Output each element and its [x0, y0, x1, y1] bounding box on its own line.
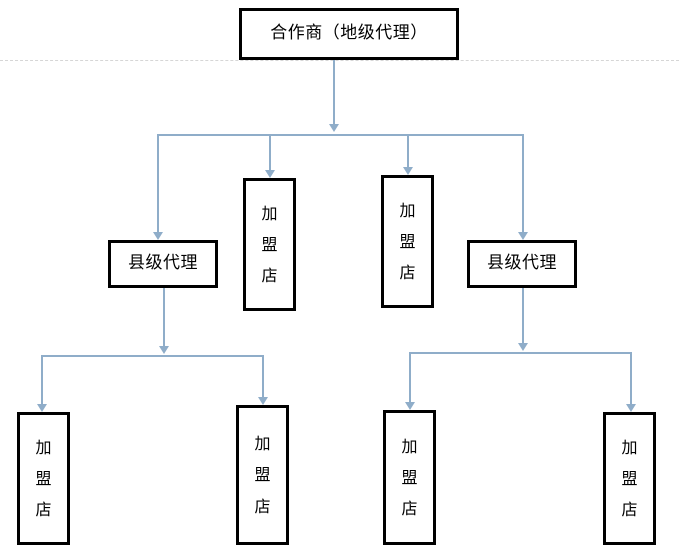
- connector-county-right-to-store-b3: [409, 352, 411, 405]
- arrowhead-county-right-to-store-b3: [405, 402, 415, 410]
- arrowhead-bus-to-county-right: [518, 232, 528, 240]
- arrowhead-bus-to-county-left: [153, 232, 163, 240]
- node-franchise-store-mid-left[interactable]: 加盟店: [243, 178, 296, 311]
- node-label-partner-root: 合作商（地级代理）: [270, 23, 428, 44]
- node-label-franchise-store-bottom-2: 加盟店: [254, 434, 272, 516]
- connector-root-to-bus: [333, 60, 335, 125]
- connector-county-right-to-store-b4: [630, 352, 632, 407]
- node-county-agent-left[interactable]: 县级代理: [108, 240, 218, 288]
- node-franchise-store-bottom-4[interactable]: 加盟店: [603, 412, 656, 545]
- connector-county-left-to-store-b1: [41, 355, 43, 407]
- node-partner-root[interactable]: 合作商（地级代理）: [239, 8, 459, 60]
- node-franchise-store-bottom-1[interactable]: 加盟店: [17, 412, 70, 545]
- arrowhead-county-right-stem: [518, 343, 528, 351]
- node-label-franchise-store-bottom-4: 加盟店: [621, 437, 639, 520]
- node-label-franchise-store-mid-left: 加盟店: [261, 203, 279, 286]
- connector-county-left-stem: [163, 288, 165, 348]
- connector-bus-to-store-mid-right: [407, 134, 409, 170]
- arrowhead-bus-to-store-mid-left: [265, 170, 275, 178]
- connector-bus-to-store-mid-left: [269, 134, 271, 173]
- node-label-franchise-store-bottom-3: 加盟店: [401, 436, 419, 519]
- connector-bus-to-county-right: [522, 134, 524, 235]
- node-label-county-agent-right: 县级代理: [487, 253, 557, 274]
- arrowhead-county-right-to-store-b4: [626, 404, 636, 412]
- node-franchise-store-bottom-3[interactable]: 加盟店: [383, 410, 436, 545]
- connector-bus-top: [157, 134, 524, 136]
- arrowhead-bus-to-store-mid-right: [403, 167, 413, 175]
- node-county-agent-right[interactable]: 县级代理: [467, 240, 577, 288]
- connector-county-left-bus: [41, 355, 262, 357]
- arrowhead-county-left-to-store-b2: [258, 397, 268, 405]
- node-label-franchise-store-mid-right: 加盟店: [399, 200, 417, 283]
- arrowhead-root-to-bus: [329, 124, 339, 132]
- connector-bus-to-county-left: [157, 134, 159, 235]
- connector-county-left-to-store-b2: [262, 355, 264, 400]
- node-franchise-store-bottom-2[interactable]: 加盟店: [236, 405, 289, 545]
- node-label-county-agent-left: 县级代理: [128, 253, 198, 274]
- node-franchise-store-mid-right[interactable]: 加盟店: [381, 175, 434, 308]
- connector-county-right-stem: [522, 288, 524, 345]
- arrowhead-county-left-to-store-b1: [37, 404, 47, 412]
- arrowhead-county-left-stem: [159, 346, 169, 354]
- connector-county-right-bus: [409, 352, 630, 354]
- node-label-franchise-store-bottom-1: 加盟店: [35, 437, 53, 520]
- guide-rule: [0, 60, 679, 61]
